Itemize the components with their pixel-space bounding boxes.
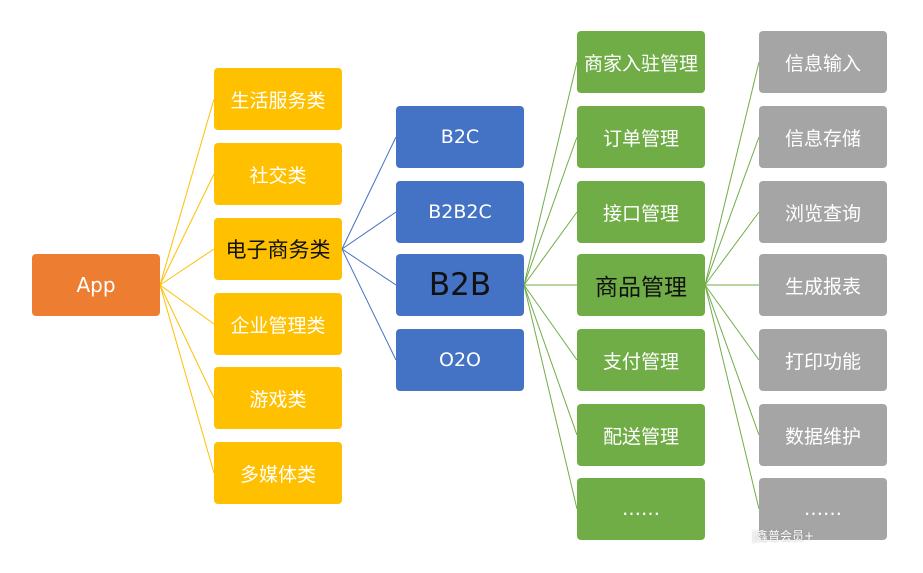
mode-node: B2C	[396, 106, 524, 168]
link-module-to-function	[704, 284, 760, 361]
module-node: 订单管理	[577, 106, 705, 168]
function-node: 信息输入	[759, 31, 887, 93]
module-node: 商家入驻管理	[577, 31, 705, 93]
link-root-to-category	[159, 284, 215, 325]
link-category-to-mode	[341, 136, 397, 250]
watermark-text: |鑫普会员+	[752, 529, 815, 543]
link-mode-to-module	[523, 284, 578, 361]
link-category-to-mode	[341, 248, 397, 286]
category-node: 社交类	[214, 143, 342, 205]
link-mode-to-module	[523, 211, 578, 286]
category-node: 多媒体类	[214, 442, 342, 504]
module-node-more: ……	[577, 478, 705, 540]
category-node: 企业管理类	[214, 293, 342, 355]
function-node: 打印功能	[759, 329, 887, 391]
link-root-to-category	[159, 284, 215, 399]
link-module-to-function	[704, 284, 760, 510]
link-root-to-category	[159, 98, 215, 286]
function-node: 生成报表	[759, 254, 887, 316]
function-node: 浏览查询	[759, 181, 887, 243]
module-node-product-management: 商品管理	[577, 254, 705, 316]
link-category-to-mode	[341, 211, 397, 250]
category-node: 游戏类	[214, 367, 342, 429]
mode-node-b2b: B2B	[396, 254, 524, 316]
function-node-more: ……	[759, 478, 887, 540]
module-node: 配送管理	[577, 404, 705, 466]
function-node: 信息存储	[759, 106, 887, 168]
mode-node: B2B2C	[396, 181, 524, 243]
link-root-to-category	[159, 248, 215, 286]
link-module-to-function	[704, 61, 760, 286]
link-module-to-function	[704, 284, 760, 436]
category-node: 生活服务类	[214, 68, 342, 130]
link-root-to-category	[159, 173, 215, 286]
root-node-app: App	[32, 254, 160, 316]
link-mode-to-module	[523, 284, 578, 436]
link-root-to-category	[159, 284, 215, 474]
mode-node: O2O	[396, 329, 524, 391]
link-module-to-function	[704, 211, 760, 286]
function-node: 数据维护	[759, 404, 887, 466]
link-mode-to-module	[523, 136, 578, 286]
module-node: 接口管理	[577, 181, 705, 243]
link-mode-to-module	[523, 284, 578, 510]
category-node-ecommerce: 电子商务类	[214, 218, 342, 280]
link-mode-to-module	[523, 61, 578, 286]
link-category-to-mode	[341, 248, 397, 361]
module-node: 支付管理	[577, 329, 705, 391]
link-module-to-function	[704, 136, 760, 286]
